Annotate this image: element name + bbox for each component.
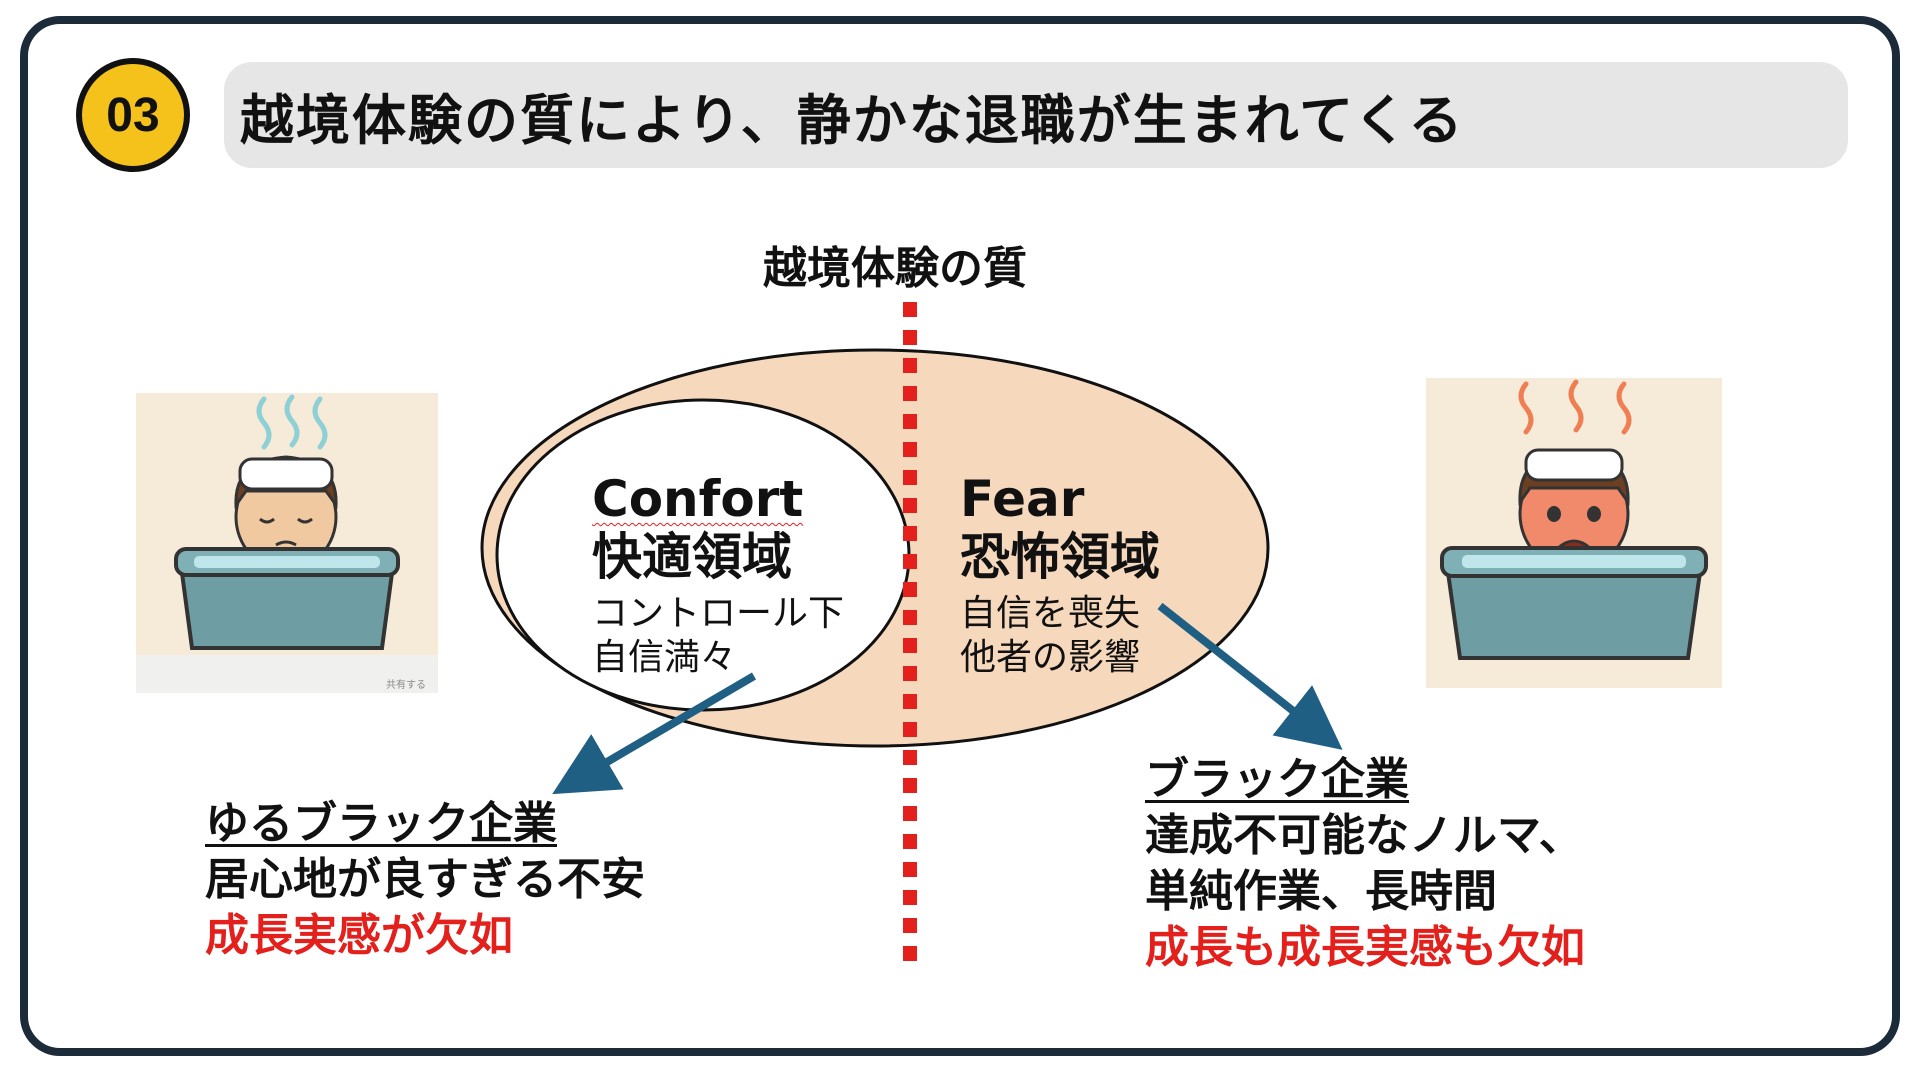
comfort-desc-line: 自信満々 [592, 637, 737, 678]
fear-desc-line: 他者の影響 [960, 637, 1141, 678]
comfort-outcome-arrow [552, 672, 757, 795]
right-outcome: ブラック企業 達成不可能なノルマ、 単純作業、長時間 成長も成長実感も欠如 [1145, 752, 1585, 976]
axis-label: 越境体験の質 [763, 243, 1027, 294]
share-label: 共有する [386, 680, 426, 691]
right-outcome-line: 単純作業、長時間 [1145, 866, 1497, 917]
comfort-title-ja: 快適領域 [592, 528, 792, 586]
right-outcome-line: 達成不可能なノルマ、 [1145, 810, 1583, 861]
hot-bath-illustration [1426, 378, 1722, 688]
fear-outcome-arrow [1157, 602, 1343, 750]
left-outcome-line: 居心地が良すぎる不安 [205, 854, 645, 905]
comfort-title-en: Confort [592, 470, 804, 528]
fear-title-ja: 恐怖領域 [960, 528, 1160, 586]
right-outcome-highlight: 成長も成長実感も欠如 [1145, 922, 1585, 973]
left-outcome-highlight: 成長実感が欠如 [205, 910, 513, 961]
lukewarm-bath-illustration [136, 393, 438, 693]
left-outcome-heading: ゆるブラック企業 [205, 798, 557, 849]
fear-title-en: Fear [960, 470, 1085, 528]
left-outcome: ゆるブラック企業 居心地が良すぎる不安 成長実感が欠如 [205, 796, 645, 964]
fear-desc-line: 自信を喪失 [960, 593, 1141, 634]
right-outcome-heading: ブラック企業 [1145, 754, 1409, 805]
slide-title: 越境体験の質により、静かな退職が生まれてくる [224, 62, 1848, 168]
section-number-badge: 03 [76, 58, 190, 172]
comfort-desc-line: コントロール下 [592, 593, 845, 634]
